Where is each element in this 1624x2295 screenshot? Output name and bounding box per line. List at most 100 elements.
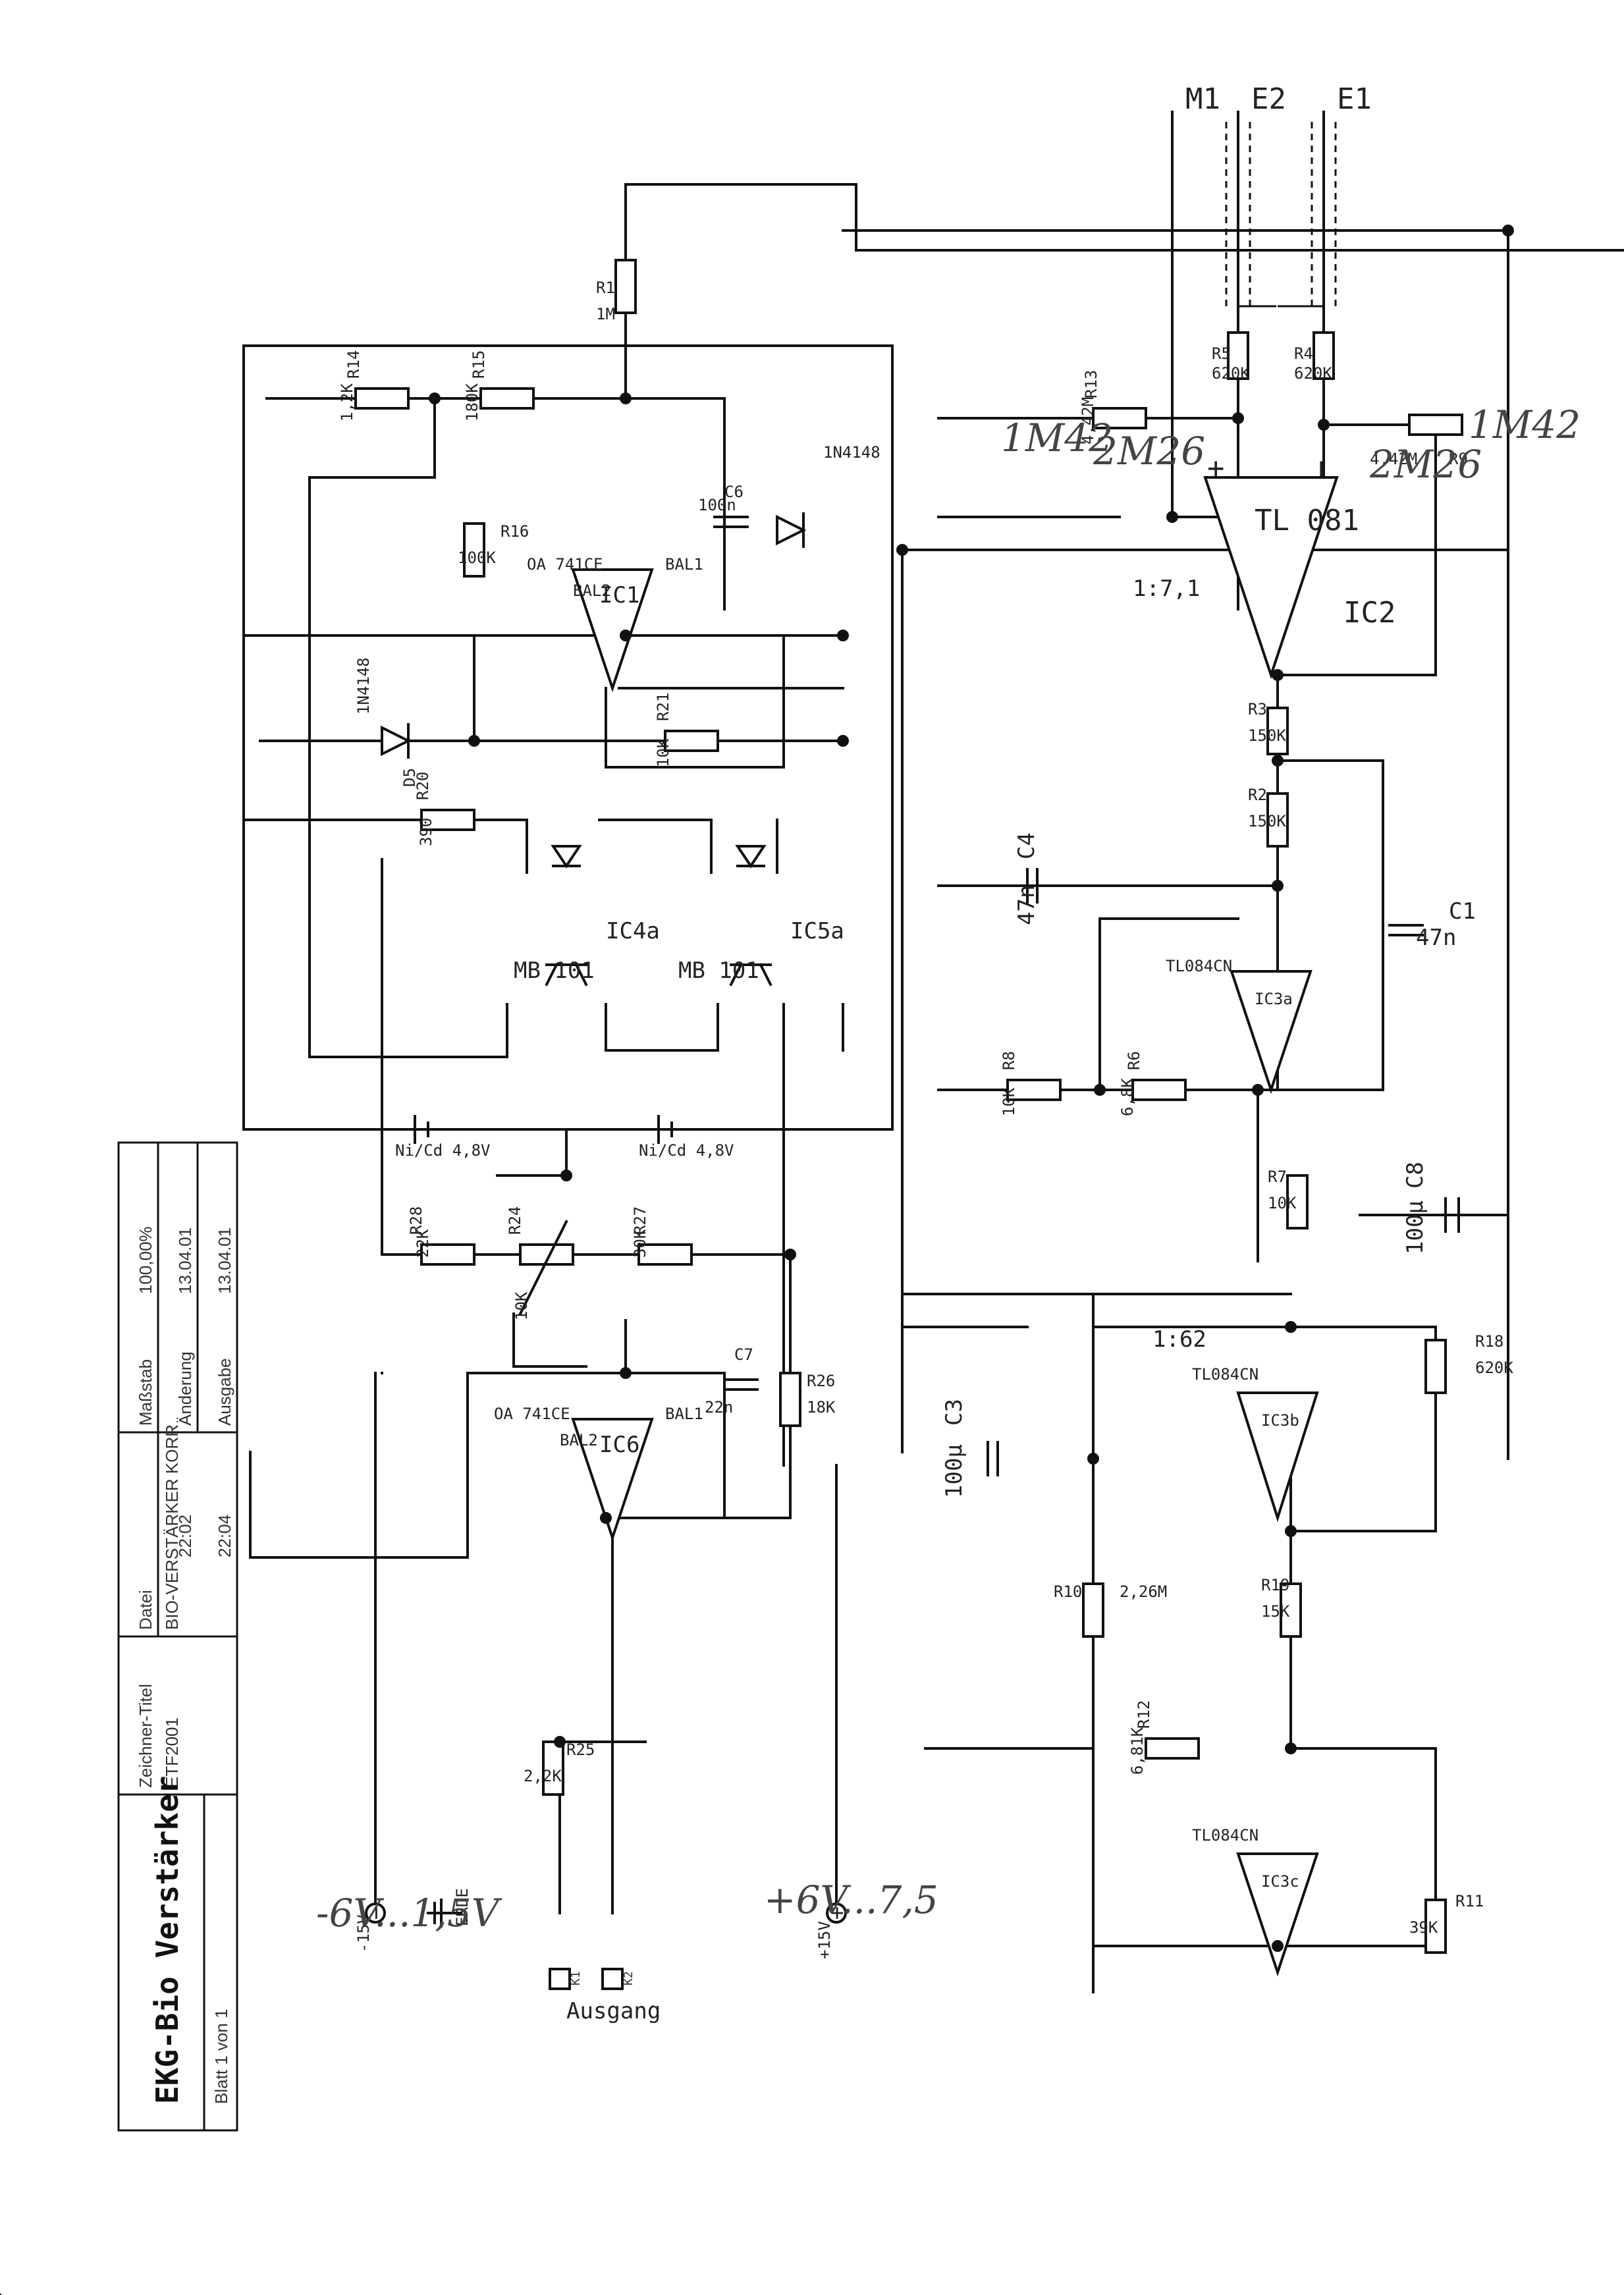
capacitor-c3: C3: [941, 1399, 967, 1426]
minus-label: -15V: [354, 1914, 373, 1953]
terminals: − -15V + +15V K1 K2 Ausgang: [354, 1903, 850, 2024]
svg-text:R26: R26: [807, 1372, 835, 1390]
svg-text:R28: R28: [407, 1206, 425, 1235]
svg-text:150K: 150K: [1248, 812, 1286, 830]
svg-text:620K: 620K: [1294, 364, 1332, 383]
svg-text:6,8K: 6,8K: [1118, 1078, 1137, 1116]
svg-text:100µ: 100µ: [941, 1444, 967, 1498]
ic2-opamp: TL 081 IC2 + − 1:7,1: [1133, 460, 1395, 680]
resistor-r19: [1280, 1582, 1302, 1638]
capacitor-c1: C1: [1449, 898, 1476, 925]
svg-text:39K: 39K: [1409, 1918, 1438, 1937]
gain-2: 1:62: [1152, 1326, 1206, 1353]
capacitors: C4 47n C1 47n C8 100µ C3 100µ C6 100n C7…: [698, 483, 1476, 1498]
title-block: Maßstab Änderung Ausgabe 100,00% 13.04.0…: [117, 1141, 238, 2132]
gain-1: 1:7,1: [1133, 576, 1200, 602]
svg-text:R15: R15: [470, 350, 488, 379]
resistor-r12: [1145, 1737, 1200, 1760]
ic6-bal1: BAL1: [665, 1405, 703, 1423]
svg-text:100n: 100n: [698, 496, 736, 514]
svg-text:18K: 18K: [807, 1398, 836, 1417]
ic6-type: OA 741CE: [494, 1405, 570, 1423]
resistor-r16: [463, 522, 485, 578]
svg-text:10K: 10K: [654, 738, 672, 767]
erde-label: ERDE: [453, 1888, 472, 1926]
ic3c-label: IC3c: [1261, 1872, 1299, 1891]
svg-text:390: 390: [417, 818, 435, 846]
ic6-label: IC6: [599, 1432, 639, 1458]
svg-text:47n: 47n: [1416, 925, 1456, 951]
svg-text:R20: R20: [414, 772, 432, 800]
svg-text:13.04.01: 13.04.01: [175, 1228, 195, 1294]
svg-text:R7: R7: [1268, 1168, 1287, 1186]
ic1-bal2: BAL2: [573, 581, 611, 600]
title: EKG-Bio Verstärker: [149, 1776, 185, 2105]
ic5-type: MB 101: [678, 958, 759, 984]
ic3c-type: TL084CN: [1192, 1826, 1259, 1845]
capacitor-c6: C6: [724, 483, 744, 501]
ic1-opamp: IC1 OA 741CE BAL1 BAL2: [527, 555, 703, 693]
svg-text:R8: R8: [1000, 1051, 1018, 1070]
svg-text:22K: 22K: [414, 1229, 432, 1258]
svg-text:100,00%: 100,00%: [136, 1226, 155, 1294]
resistor-r14: [354, 387, 410, 410]
svg-text:-6V...1,5V: -6V...1,5V: [316, 1891, 502, 1935]
input-connectors: M1 E2 E1: [1185, 82, 1372, 116]
svg-text:R1: R1: [596, 279, 615, 297]
svg-text:R9: R9: [1449, 450, 1468, 468]
resistor-r4: [1313, 331, 1335, 380]
batteries: Ni/Cd 4,8V Ni/Cd 4,8V: [395, 1115, 734, 1160]
svg-text:1,2K: 1,2K: [338, 383, 356, 421]
svg-text:1M42: 1M42: [1469, 402, 1581, 447]
svg-text:R10: R10: [1054, 1582, 1082, 1601]
ic4-type: MB 101: [514, 958, 595, 984]
wires: [0, 111, 1624, 2295]
capacitor-c8: C8: [1402, 1162, 1428, 1189]
resistors: R1 1M R5 620K R4 620K R13 4,42M R9 4,42M…: [338, 259, 1513, 1954]
svg-text:R13: R13: [1082, 370, 1100, 398]
ic1-label: IC1: [599, 582, 639, 608]
svg-text:Blatt 1 von 1: Blatt 1 von 1: [211, 2009, 231, 2104]
svg-text:Zeichner-Titel: Zeichner-Titel: [136, 1684, 155, 1788]
ic3c-opamp: IC3c TL084CN: [1192, 1826, 1319, 1977]
resistor-r24: [519, 1243, 574, 1266]
svg-text:1N4148: 1N4148: [354, 657, 373, 715]
ausgang-label: Ausgang: [566, 1998, 661, 2024]
ic2-plus: +: [1199, 460, 1232, 478]
diodes: 1N4148 D5 1N4148: [354, 443, 880, 787]
ic6-bal2: BAL2: [560, 1431, 598, 1449]
ic3a-opamp: IC3a TL084CN: [1166, 957, 1313, 1094]
svg-text:1M42: 1M42: [1001, 416, 1113, 460]
resistor-r13: [1092, 407, 1147, 429]
svg-text:BIO-VERSTÄRKER KORR: BIO-VERSTÄRKER KORR: [162, 1424, 182, 1630]
svg-text:R2: R2: [1248, 786, 1267, 804]
resistor-r6: [1131, 1079, 1187, 1101]
svg-text:K2: K2: [622, 1971, 636, 1985]
connector-e2: E2: [1251, 82, 1286, 116]
svg-text:R11: R11: [1455, 1892, 1484, 1910]
svg-text:Datei: Datei: [136, 1590, 155, 1630]
resistor-r20: [420, 809, 475, 831]
diode-d5: D5: [400, 768, 419, 787]
svg-text:R6: R6: [1125, 1051, 1143, 1070]
resistor-r9: [1408, 414, 1463, 436]
svg-text:R27: R27: [631, 1206, 649, 1235]
minus-terminal: [365, 1903, 386, 1924]
svg-text:R5: R5: [1212, 344, 1231, 363]
k1-terminal: [549, 1968, 571, 1990]
resistor-r15: [479, 387, 535, 410]
ic3a-label: IC3a: [1255, 990, 1293, 1008]
svg-text:1M: 1M: [596, 305, 615, 323]
battery-2: Ni/Cd 4,8V: [639, 1141, 734, 1160]
resistor-r7: [1286, 1174, 1309, 1229]
ic2-minus: −: [1304, 460, 1338, 478]
k2-terminal: [601, 1968, 624, 1990]
svg-text:22:04: 22:04: [215, 1515, 234, 1557]
svg-text:R12: R12: [1135, 1700, 1153, 1729]
svg-text:K1: K1: [569, 1971, 583, 1985]
svg-text:6,81K: 6,81K: [1128, 1727, 1147, 1775]
connector-m1: M1: [1185, 82, 1220, 116]
